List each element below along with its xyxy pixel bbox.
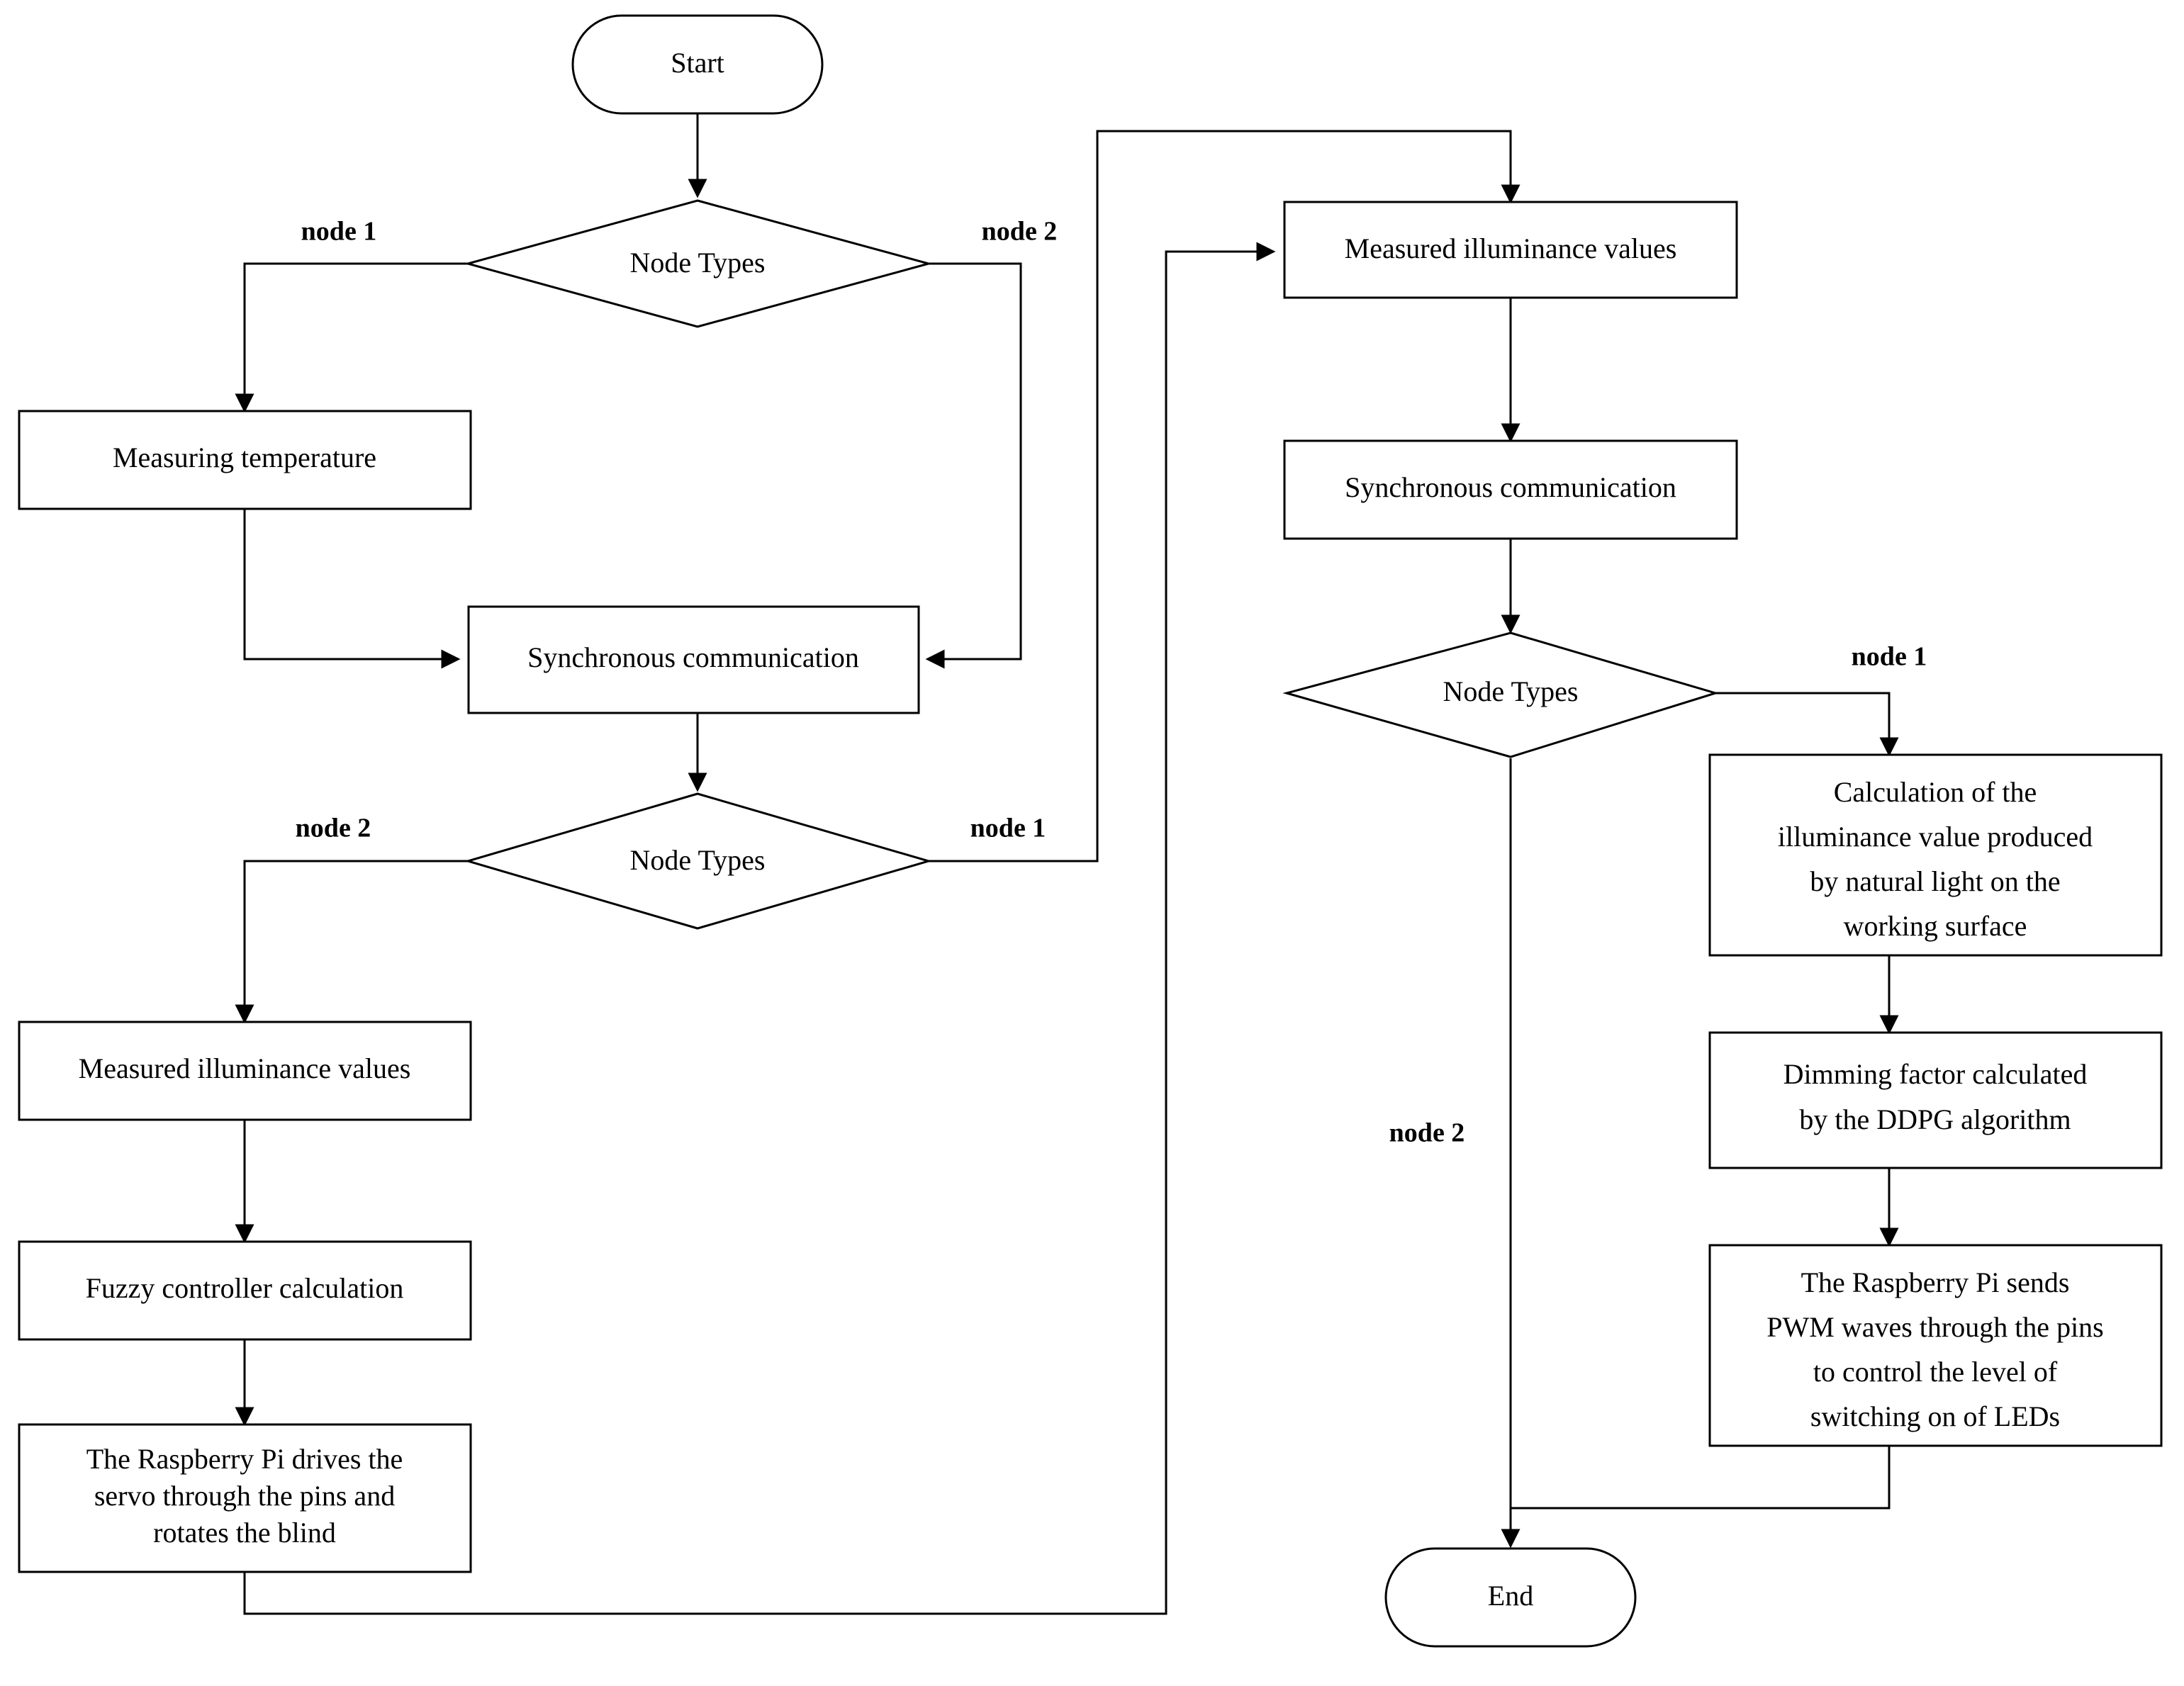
node-decision3-label: Node Types <box>1443 675 1579 707</box>
node-fuzzy-controller-label: Fuzzy controller calculation <box>86 1272 404 1304</box>
node-calculation-line-1: Calculation of the <box>1834 776 2037 808</box>
node-calculation-illuminance: Calculation of the illuminance value pro… <box>1708 753 2163 957</box>
node-raspberry-servo-line-1: The Raspberry Pi drives the <box>86 1443 403 1475</box>
edge-temperature-to-sync <box>243 509 461 669</box>
node-raspberry-servo-line-3: rotates the blind <box>153 1517 336 1549</box>
node-dimming-line-1: Dimming factor calculated <box>1783 1058 2088 1090</box>
node-measured-illuminance-right-label: Measured illuminance values <box>1345 232 1677 264</box>
edge-pwm-to-end-merge <box>1511 1446 1891 1510</box>
node-calculation-line-4: working surface <box>1844 910 2027 942</box>
node-decision1-label: Node Types <box>630 247 766 279</box>
node-raspberry-pwm: The Raspberry Pi sends PWM waves through… <box>1708 1244 2163 1447</box>
node-decision3: Node Types <box>1282 631 1720 758</box>
node-measured-illuminance-left-label: Measured illuminance values <box>79 1052 411 1084</box>
edge-decision2-node2 <box>235 860 468 1024</box>
node-measuring-temperature-label: Measuring temperature <box>113 442 376 473</box>
node-sync-comm-left: Synchronous communication <box>467 605 920 714</box>
edge-label-decision3-node1: node 1 <box>1852 642 1927 672</box>
edge-label-decision1-node1: node 1 <box>301 217 377 247</box>
node-raspberry-servo: The Raspberry Pi drives the servo throug… <box>18 1423 472 1573</box>
edge-decision2-node1 <box>929 130 1521 862</box>
edge-decision1-node2 <box>925 262 1022 669</box>
node-start-label: Start <box>671 47 724 79</box>
node-raspberry-pwm-line-1: The Raspberry Pi sends <box>1801 1266 2070 1298</box>
node-raspberry-pwm-line-4: switching on of LEDs <box>1810 1400 2060 1432</box>
edge-label-decision2-node2: node 2 <box>296 814 371 843</box>
edge-servo-feedback-loop <box>243 242 1276 1615</box>
node-sync-comm-left-label: Synchronous communication <box>527 641 859 673</box>
node-raspberry-pwm-line-2: PWM waves through the pins <box>1766 1311 2104 1343</box>
node-measured-illuminance-left: Measured illuminance values <box>18 1021 472 1121</box>
node-raspberry-pwm-line-3: to control the level of <box>1813 1356 2058 1388</box>
node-end-label: End <box>1488 1580 1533 1612</box>
node-raspberry-servo-line-2: servo through the pins and <box>94 1480 395 1512</box>
node-end: End <box>1384 1547 1637 1648</box>
edge-decision1-node1 <box>235 262 468 413</box>
edge-decision3-node1 <box>1715 692 1899 757</box>
node-sync-comm-right-label: Synchronous communication <box>1345 471 1676 503</box>
edge-label-decision2-node1: node 1 <box>970 814 1046 843</box>
node-calculation-line-3: by natural light on the <box>1810 865 2060 897</box>
node-decision1: Node Types <box>464 199 933 328</box>
node-dimming-line-2: by the DDPG algorithm <box>1799 1103 2071 1135</box>
node-sync-comm-right: Synchronous communication <box>1283 439 1738 540</box>
node-dimming-factor: Dimming factor calculated by the DDPG al… <box>1708 1031 2163 1169</box>
edge-label-decision3-node2: node 2 <box>1389 1118 1465 1148</box>
node-calculation-line-2: illuminance value produced <box>1778 821 2093 853</box>
node-fuzzy-controller: Fuzzy controller calculation <box>18 1240 472 1341</box>
node-measuring-temperature: Measuring temperature <box>18 410 472 510</box>
node-decision2: Node Types <box>464 792 933 930</box>
node-measured-illuminance-right: Measured illuminance values <box>1283 201 1738 299</box>
node-decision2-label: Node Types <box>630 844 766 876</box>
node-start: Start <box>571 14 824 115</box>
edge-label-decision1-node2: node 2 <box>982 217 1058 247</box>
